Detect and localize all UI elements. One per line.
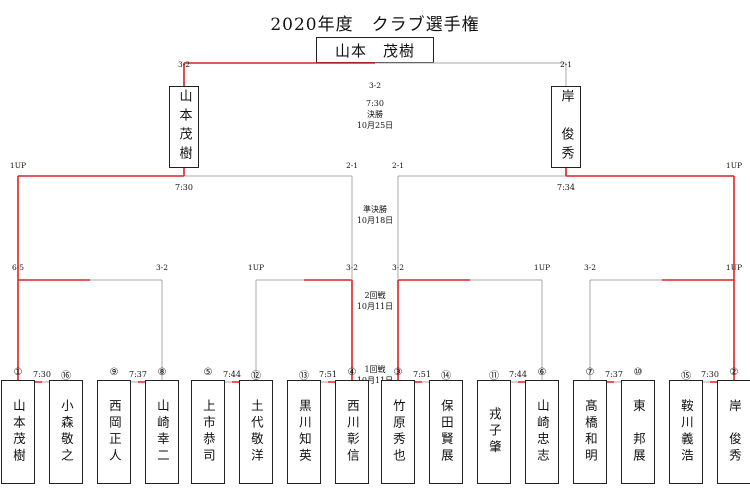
seed-number: ③: [393, 367, 403, 378]
seed-number: ⑨: [109, 367, 119, 378]
score-label: 2-1: [346, 161, 358, 170]
score-label: 3-2: [178, 60, 190, 69]
seed-number: ⑮: [681, 371, 691, 382]
match-time: 7:51: [413, 370, 431, 379]
score-label: 1UP: [534, 263, 550, 272]
player-box: 土代敬洋: [239, 380, 273, 484]
player-box: 戎子肇: [477, 380, 511, 484]
match-time: 7:51: [319, 370, 337, 379]
player-box: 西川彰信: [335, 380, 369, 484]
match-time: 7:30: [701, 370, 719, 379]
player-box: 上市恭司: [191, 380, 225, 484]
seed-number: ⑪: [489, 371, 499, 382]
round-date: 10月11日: [357, 376, 393, 385]
seed-number: ④: [347, 367, 357, 378]
match-time: 7:30: [175, 183, 193, 192]
score-label: 2-1: [560, 60, 572, 69]
match-time: 7:30: [33, 370, 51, 379]
player-box: 小森敬之: [49, 380, 83, 484]
round-label: 2回戦: [364, 290, 385, 300]
seed-number: ②: [729, 367, 739, 378]
score-label: 3-2: [369, 81, 381, 90]
score-label: 3-2: [156, 263, 168, 272]
score-label: 1UP: [248, 263, 264, 272]
round-date: 10月18日: [357, 216, 393, 225]
round-date: 10月11日: [357, 302, 393, 311]
player-box: 保田賢展: [429, 380, 463, 484]
match-time: 7:34: [557, 183, 575, 192]
player-box: 山崎幸二: [145, 380, 179, 484]
player-box: 黒川知英: [287, 380, 321, 484]
score-label: 2-1: [392, 161, 404, 170]
finalist-box: 岸 俊秀: [551, 86, 581, 168]
match-time: 7:44: [223, 370, 241, 379]
match-time: 7:37: [605, 370, 623, 379]
player-box: 東 邦展: [621, 380, 655, 484]
score-label: 3-2: [584, 263, 596, 272]
player-box: 髙橋和明: [573, 380, 607, 484]
player-box: 山崎忠志: [525, 380, 559, 484]
seed-number: ⑧: [157, 367, 167, 378]
score-label: 1UP: [726, 161, 742, 170]
seed-number: ⑩: [633, 367, 643, 378]
seed-number: ⑫: [251, 371, 261, 382]
round-date: 10月25日: [357, 121, 393, 130]
player-box: 山本茂樹: [1, 380, 35, 484]
round-label: 1回戦: [364, 364, 385, 374]
seed-number: ⑬: [299, 371, 309, 382]
player-box: 西岡正人: [97, 380, 131, 484]
seed-number: ①: [13, 367, 23, 378]
seed-number: ⑦: [585, 367, 595, 378]
seed-number: ⑥: [537, 367, 547, 378]
match-time: 7:44: [509, 370, 527, 379]
seed-number: ⑭: [441, 371, 451, 382]
player-box: 岸 俊秀: [717, 380, 750, 484]
match-time: 7:37: [129, 370, 147, 379]
page-title: 2020年度 クラブ選手権: [270, 15, 480, 35]
score-label: 1UP: [10, 161, 26, 170]
round-label: 決勝: [367, 109, 383, 119]
finalist-box: 山本茂樹: [169, 86, 199, 168]
seed-number: ⑤: [203, 367, 213, 378]
match-time: 7:30: [366, 99, 384, 108]
seed-number: ⑯: [61, 371, 71, 382]
round-label: 準決勝: [363, 204, 387, 214]
player-box: 竹原秀也: [381, 380, 415, 484]
player-box: 鞍川義浩: [669, 380, 703, 484]
